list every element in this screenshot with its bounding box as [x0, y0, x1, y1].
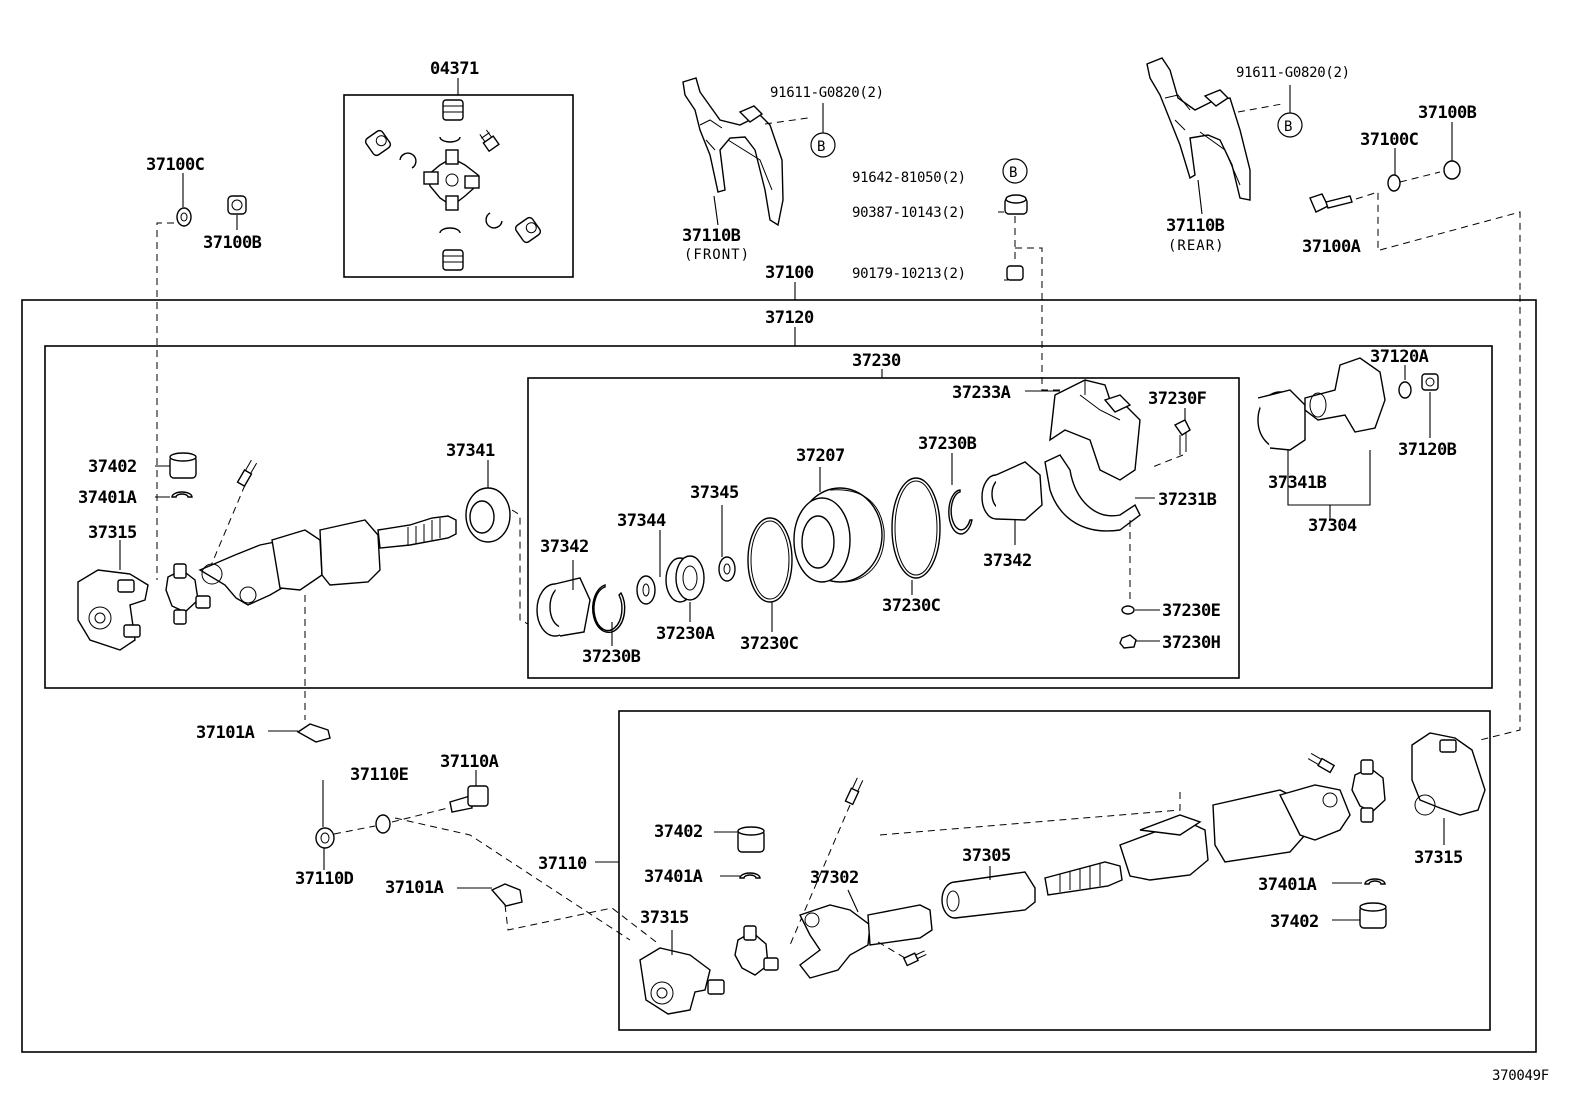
- rear-shaft-assembly-icon: [639, 732, 1486, 1015]
- label-37120a: 37120A: [1370, 347, 1429, 367]
- label-front: (FRONT): [684, 247, 750, 263]
- part-labels: 04371 91611-G0820(2) 91611-G0820(2) 9164…: [78, 59, 1549, 1084]
- label-37110: 37110: [538, 854, 587, 874]
- reference-b-marker: B: [1277, 85, 1303, 138]
- label-37233a: 37233A: [952, 383, 1011, 403]
- label-37100: 37100: [765, 263, 814, 283]
- label-91642: 91642-81050(2): [852, 170, 966, 186]
- reference-b-marker: B: [810, 103, 836, 158]
- washer-nut-left-icon: [156, 173, 247, 580]
- front-shaft-assembly-icon: [77, 452, 529, 651]
- spider-kit-icon: [364, 78, 542, 271]
- label-37230f: 37230F: [1148, 389, 1207, 409]
- label-37230h: 37230H: [1162, 633, 1221, 653]
- label-37401a-c: 37401A: [1258, 875, 1317, 895]
- label-37230e: 37230E: [1162, 601, 1221, 621]
- label-37315-a: 37315: [88, 523, 137, 543]
- label-37345: 37345: [690, 483, 739, 503]
- label-37110d: 37110D: [295, 869, 354, 889]
- label-37101a-b: 37101A: [385, 878, 444, 898]
- label-37100b-left: 37100B: [203, 233, 262, 253]
- label-37110b-front: 37110B: [682, 226, 741, 246]
- label-37402-b: 37402: [654, 822, 703, 842]
- label-90387: 90387-10143(2): [852, 205, 966, 221]
- label-37401a-a: 37401A: [78, 488, 137, 508]
- label-37110e: 37110E: [350, 765, 409, 785]
- label-37342-a: 37342: [540, 537, 589, 557]
- label-37230b-a: 37230B: [918, 434, 977, 454]
- center-bearing-assembly-icon: [536, 379, 1191, 649]
- assembly-box-37100: [21, 299, 1537, 1053]
- label-37341: 37341: [446, 441, 495, 461]
- label-37230b-b: 37230B: [582, 647, 641, 667]
- label-90179: 90179-10213(2): [852, 266, 966, 282]
- label-37100a: 37100A: [1302, 237, 1361, 257]
- label-37315-c: 37315: [1414, 848, 1463, 868]
- companion-flange-icon: [1257, 357, 1439, 520]
- label-37304: 37304: [1308, 516, 1357, 536]
- label-37101a-a: 37101A: [196, 723, 255, 743]
- label-37342-b: 37342: [983, 551, 1032, 571]
- label-rear: (REAR): [1168, 238, 1225, 254]
- diagram-code: 370049F: [1492, 1068, 1549, 1084]
- svg-text:B: B: [1009, 165, 1017, 181]
- label-37100b-right: 37100B: [1418, 103, 1477, 123]
- label-37100c-right: 37100C: [1360, 130, 1418, 150]
- label-91611-front: 91611-G0820(2): [770, 85, 884, 101]
- label-37230c-a: 37230C: [882, 596, 940, 616]
- label-91611-rear: 91611-G0820(2): [1236, 65, 1350, 81]
- label-37401a-b: 37401A: [644, 867, 703, 887]
- label-37207: 37207: [796, 446, 845, 466]
- label-37230: 37230: [852, 351, 901, 371]
- svg-text:B: B: [817, 139, 825, 155]
- label-37344: 37344: [617, 511, 666, 531]
- label-37315-b: 37315: [640, 908, 689, 928]
- label-37110b-rear: 37110B: [1166, 216, 1225, 236]
- label-37305: 37305: [962, 846, 1011, 866]
- leader-lines: [119, 179, 1445, 955]
- svg-text:B: B: [1284, 119, 1292, 135]
- assembly-box-37230: [527, 377, 1240, 679]
- label-37231b: 37231B: [1158, 490, 1217, 510]
- label-37230c-b: 37230C: [740, 634, 798, 654]
- tab-plates-bolts-icon: [296, 595, 661, 946]
- label-37302: 37302: [810, 868, 859, 888]
- reference-b-marker: B: [1002, 158, 1028, 184]
- center-bearing-bracket-front-icon: [682, 77, 809, 227]
- label-37120b: 37120B: [1398, 440, 1457, 460]
- center-bearing-bracket-rear-icon: [1146, 57, 1283, 201]
- label-37402-a: 37402: [88, 457, 137, 477]
- bolt-washer-nut-right-icon: [1309, 122, 1521, 741]
- assembly-box-37110: [618, 710, 1491, 1031]
- label-04371: 04371: [430, 59, 479, 79]
- label-37110a: 37110A: [440, 752, 499, 772]
- cushion-and-nut-icon: [1004, 194, 1085, 391]
- label-37230a: 37230A: [656, 624, 715, 644]
- assembly-box-37120: [44, 345, 1493, 689]
- label-37120: 37120: [765, 308, 814, 328]
- label-37341b: 37341B: [1268, 473, 1327, 493]
- label-37402-c: 37402: [1270, 912, 1319, 932]
- label-37100c-left: 37100C: [146, 155, 204, 175]
